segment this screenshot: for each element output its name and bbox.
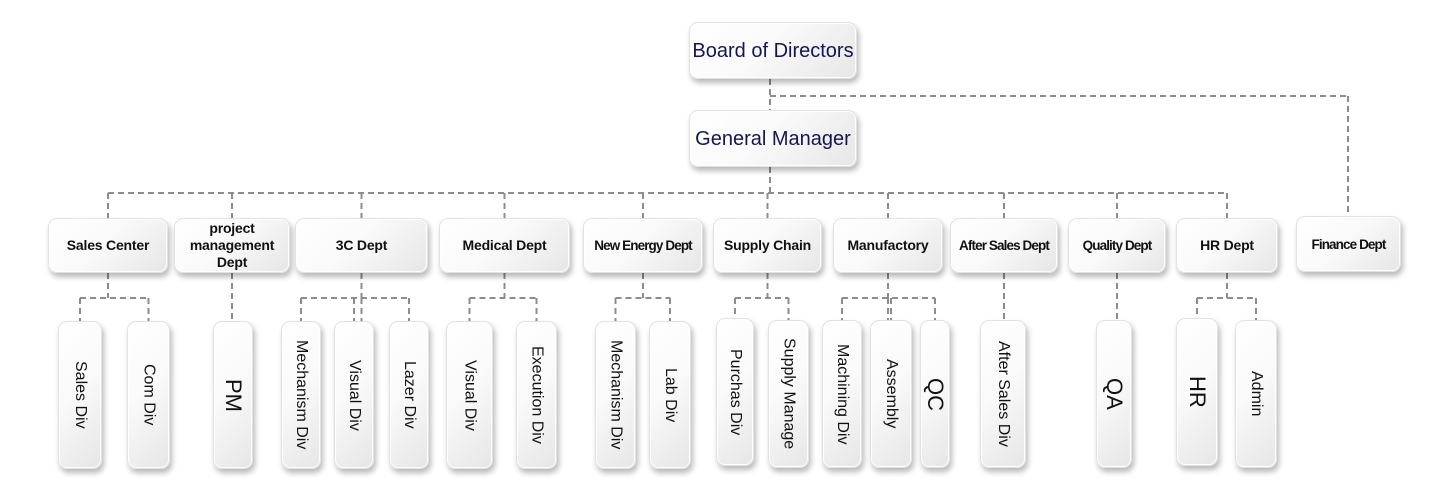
node-label: Visual Div <box>346 359 363 431</box>
node-division-execution-div[interactable]: Execution Div <box>516 321 557 469</box>
node-division-visual-div[interactable]: Visual Div <box>446 321 493 469</box>
node-label: Manufactory <box>847 237 929 253</box>
node-label: 3C Dept <box>335 237 388 253</box>
node-label: Finance Dept <box>1311 236 1387 252</box>
node-division-lazer-div[interactable]: Lazer Div <box>389 321 429 469</box>
node-label: Supply Manage <box>780 338 798 450</box>
node-dept-manufactory[interactable]: Manufactory <box>833 218 943 273</box>
node-finance-dept[interactable]: Finance Dept <box>1296 216 1401 272</box>
node-label: Assembly <box>883 359 900 429</box>
node-label: Visual Div <box>461 359 479 431</box>
node-label: After Sales Dept <box>959 238 1050 253</box>
node-general-manager[interactable]: General Manager <box>689 110 857 167</box>
node-label: New Energy Dept <box>594 238 692 253</box>
node-division-pm[interactable]: PM <box>213 321 253 469</box>
node-label: Supply Chain <box>723 237 812 253</box>
node-division-machining-div[interactable]: Machining Div <box>822 320 862 468</box>
node-division-after-sales-div[interactable]: After Sales Div <box>980 320 1026 468</box>
node-division-visual-div[interactable]: Visual Div <box>334 321 374 469</box>
node-division-com-div[interactable]: Com Div <box>127 321 170 469</box>
node-division-hr[interactable]: HR <box>1176 318 1218 466</box>
node-label: Execution Div <box>528 346 546 444</box>
node-label: Machining Div <box>834 343 851 445</box>
node-label: Quality Dept <box>1082 238 1153 253</box>
node-dept-after-sales-dept[interactable]: After Sales Dept <box>950 218 1058 273</box>
node-division-assembly[interactable]: Assembly <box>870 320 912 468</box>
node-division-qa[interactable]: QA <box>1096 320 1132 468</box>
node-division-purchas-div[interactable]: Purchas Div <box>716 318 754 466</box>
node-label: Board of Directors <box>692 39 854 62</box>
node-dept-3c-dept[interactable]: 3C Dept <box>295 218 428 273</box>
node-label: Admin <box>1248 371 1265 417</box>
node-board-of-directors[interactable]: Board of Directors <box>689 22 857 79</box>
node-label: Mechanism Div <box>607 340 625 450</box>
node-label: Sales Div <box>72 361 89 429</box>
node-label: QC <box>923 377 948 411</box>
node-dept-supply-chain[interactable]: Supply Chain <box>713 218 822 273</box>
node-label: project management Dept <box>189 220 275 270</box>
node-label: After Sales Div <box>995 341 1012 447</box>
node-division-admin[interactable]: Admin <box>1235 320 1277 468</box>
node-label: Lazer Div <box>401 361 418 429</box>
node-label: Com Div <box>140 364 158 426</box>
node-label: QA <box>1102 378 1127 410</box>
node-label: Sales Center <box>66 237 150 253</box>
node-label: HR <box>1185 376 1210 408</box>
node-label: Mechanism Div <box>293 340 310 450</box>
node-label: General Manager <box>695 127 851 150</box>
node-label: Lab Div <box>662 367 679 423</box>
node-label: PM <box>221 378 246 412</box>
node-dept-sales-center[interactable]: Sales Center <box>48 218 168 273</box>
node-dept-medical-dept[interactable]: Medical Dept <box>439 218 570 273</box>
node-dept-new-energy-dept[interactable]: New Energy Dept <box>583 218 703 273</box>
node-dept-project-management-dept[interactable]: project management Dept <box>174 218 290 273</box>
node-dept-quality-dept[interactable]: Quality Dept <box>1068 218 1166 273</box>
node-label: Medical Dept <box>462 237 547 253</box>
node-label: HR Dept <box>1200 237 1254 253</box>
node-division-supply-manage[interactable]: Supply Manage <box>768 320 809 468</box>
node-division-mechanism-div[interactable]: Mechanism Div <box>281 321 321 469</box>
node-label: Purchas Div <box>727 348 744 436</box>
node-division-mechanism-div[interactable]: Mechanism Div <box>595 321 636 469</box>
node-division-qc[interactable]: QC <box>920 320 950 468</box>
node-division-lab-div[interactable]: Lab Div <box>649 321 691 469</box>
node-division-sales-div[interactable]: Sales Div <box>58 321 102 469</box>
node-dept-hr-dept[interactable]: HR Dept <box>1176 218 1278 273</box>
